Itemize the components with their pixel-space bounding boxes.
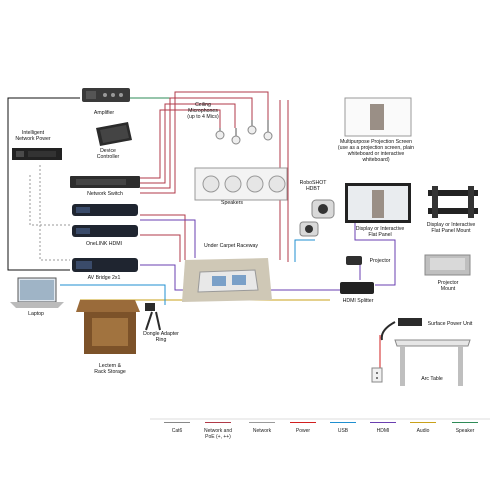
speakers-label: Speakers	[221, 200, 243, 206]
roboshot-label: RoboSHOT HDBT	[299, 180, 327, 192]
poe-line-4	[140, 91, 269, 194]
network-line-2	[29, 175, 70, 226]
legend-label: USB	[337, 428, 349, 434]
legend-label: Cat6	[171, 428, 183, 434]
dongle-adapter-ring-device	[145, 303, 161, 331]
poe-line-5	[140, 214, 186, 260]
hdmi-line-1	[140, 219, 196, 258]
legend-swatch	[164, 422, 190, 423]
amplifier-device	[82, 88, 130, 102]
hdmi-splitter-device	[340, 282, 374, 294]
arc-table-label: Arc Table	[421, 376, 443, 382]
device-controller-label: Device Controller	[96, 148, 120, 160]
surface-power-unit-label: Surface Power Unit	[427, 321, 473, 327]
roboshot-device	[299, 199, 335, 237]
projector-mount-label: Projector Mount	[437, 280, 459, 292]
projector-device	[346, 256, 362, 265]
poe-line-3	[140, 97, 253, 189]
speakers-device	[194, 167, 288, 201]
legend-label: Network and PoE (+, ++)	[203, 428, 233, 440]
hdmi-line-3	[354, 210, 396, 286]
poe-line-1	[140, 109, 221, 179]
onelink-hdmi-device	[72, 204, 138, 237]
amplifier-label: Amplifier	[93, 110, 115, 116]
display-flat-panel-label: Display or Interactive Flat Panel	[355, 226, 405, 238]
legend-label: Speaker	[455, 428, 475, 434]
wall-outlet-device	[371, 367, 383, 383]
network-line-1	[39, 165, 70, 261]
lectern-label: Lectern & Rack Storage	[94, 363, 126, 375]
flat-panel-mount-device	[428, 186, 478, 218]
laptop-label: Laptop	[28, 311, 44, 317]
legend-swatch	[290, 422, 316, 423]
surface-power-unit-device	[380, 318, 422, 341]
legend-label: Audio	[416, 428, 430, 434]
poe-line-6	[140, 234, 181, 262]
intelligent-network-power-label: Intelligent Network Power	[15, 130, 51, 142]
av-bridge-device	[72, 258, 138, 272]
under-carpet-raceway-label: Under Carpet Raceway	[204, 243, 258, 249]
projector-label: Projector	[369, 258, 391, 264]
legend-swatch	[205, 422, 231, 423]
legend-swatch	[249, 422, 275, 423]
legend-label: Power	[295, 428, 311, 434]
usb-line-1	[60, 284, 166, 305]
legend-label: HDMI	[376, 428, 390, 434]
multipurpose-screen-device	[344, 97, 412, 137]
projector-mount-device	[424, 254, 471, 276]
hdmi-splitter-label: HDMI Splitter	[342, 298, 374, 304]
ceiling-microphones-label: Ceiling Microphones (up to 4 Mics)	[187, 102, 219, 120]
av-bridge-label: AV Bridge 2x1	[87, 275, 121, 281]
legend-swatch	[370, 422, 396, 423]
under-carpet-raceway-device	[182, 258, 272, 302]
display-flat-panel-mount-label: Display or Interactive Flat Panel Mount	[426, 222, 476, 234]
arc-table-device	[394, 339, 471, 386]
network-switch-device	[70, 176, 140, 188]
intelligent-network-power-device	[12, 148, 62, 160]
ceiling-microphones-device	[215, 120, 273, 145]
multipurpose-screen-label: Multipurpose Projection Screen (use as a…	[337, 139, 415, 163]
cat6-line-1	[7, 97, 80, 271]
poe-line-2	[140, 103, 236, 184]
onelink-hdmi-label: OneLINK HDMI	[85, 241, 123, 247]
network-switch-label: Network Switch	[87, 191, 123, 197]
legend-swatch	[330, 422, 356, 423]
legend-swatch	[452, 422, 478, 423]
usb-line-2	[294, 239, 315, 262]
laptop-device	[10, 277, 64, 308]
dongle-adapter-ring-label: Dongle Adapter Ring	[143, 331, 179, 343]
legend-label: Network	[252, 428, 272, 434]
display-flat-panel-device	[345, 183, 411, 223]
device-controller-device	[96, 122, 132, 146]
legend-swatch	[410, 422, 436, 423]
lectern-device	[76, 300, 140, 354]
